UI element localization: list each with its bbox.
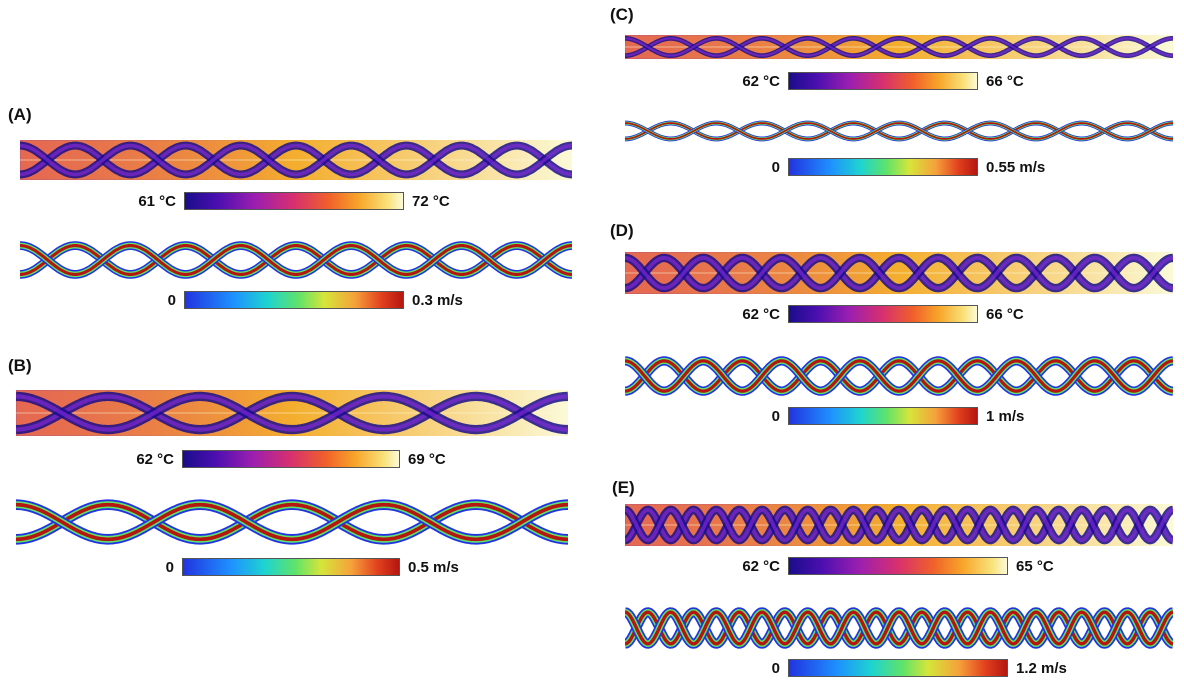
panel-d-temp-gradient [788,305,978,323]
panel-a-vel-max: 0.3 m/s [412,291,463,309]
panel-a-temp-gradient [184,192,404,210]
panel-b-vel-gradient [182,558,400,576]
panel-b-temp-gradient [182,450,400,468]
panel-d-temperature-colorbar: 62 °C 66 °C [724,304,1024,324]
panel-a-temp-min: 61 °C [138,192,176,210]
panel-e-temperature-field [625,504,1173,546]
panel-b-velocity-field [16,499,568,545]
panel-d-vel-gradient [788,407,978,425]
panel-d-velocity-colorbar: 0 1 m/s [724,406,1024,426]
panel-b-vel-max: 0.5 m/s [408,558,459,576]
panel-c-vel-max: 0.55 m/s [986,158,1046,176]
panel-c-velocity-field [625,120,1173,142]
panel-e-label: (E) [612,478,635,497]
panel-a-velocity-field [20,241,572,279]
panel-c-temperature-field [625,35,1173,59]
panel-e-temp-min: 62 °C [742,557,780,575]
panel-e-velocity-colorbar: 0 1.2 m/s [724,658,1067,678]
panel-b-temp-min: 62 °C [136,450,174,468]
panel-a-vel-min: 0 [167,291,176,309]
panel-c-velocity-colorbar: 0 0.55 m/s [724,157,1045,177]
panel-c-temp-gradient [788,72,978,90]
panel-d-vel-max: 1 m/s [986,407,1025,425]
panel-c-temperature-colorbar: 62 °C 66 °C [724,71,1024,91]
panel-b-label: (B) [8,356,32,375]
panel-b-vel-min: 0 [165,558,174,576]
panel-c-vel-min: 0 [771,158,780,176]
panel-b-velocity-colorbar: 0 0.5 m/s [118,557,459,577]
panel-a-vel-gradient [184,291,404,309]
panel-e-vel-min: 0 [771,659,780,677]
panel-a-temperature-colorbar: 61 °C 72 °C [120,191,450,211]
panel-d-temp-max: 66 °C [986,305,1024,323]
panel-a-temp-max: 72 °C [412,192,450,210]
panel-c-temp-min: 62 °C [742,72,780,90]
panel-d-temperature-field [625,252,1173,294]
panel-d-temp-min: 62 °C [742,305,780,323]
panel-b-temp-max: 69 °C [408,450,446,468]
panel-b-temperature-field [16,390,568,436]
panel-c-temp-max: 66 °C [986,72,1024,90]
panel-e-temp-gradient [788,557,1008,575]
panel-d-label: (D) [610,221,634,240]
panel-e-temperature-colorbar: 62 °C 65 °C [724,556,1054,576]
panel-a-label: (A) [8,105,32,124]
panel-d-velocity-field [625,356,1173,396]
panel-e-temp-max: 65 °C [1016,557,1054,575]
panel-d-vel-min: 0 [771,407,780,425]
panel-e-vel-max: 1.2 m/s [1016,659,1067,677]
panel-c-label: (C) [610,5,634,24]
panel-c-vel-gradient [788,158,978,176]
panel-a-velocity-colorbar: 0 0.3 m/s [120,290,463,310]
panel-e-velocity-field [625,607,1173,649]
panel-b-temperature-colorbar: 62 °C 69 °C [118,449,446,469]
panel-e-vel-gradient [788,659,1008,677]
panel-a-temperature-field [20,140,572,180]
